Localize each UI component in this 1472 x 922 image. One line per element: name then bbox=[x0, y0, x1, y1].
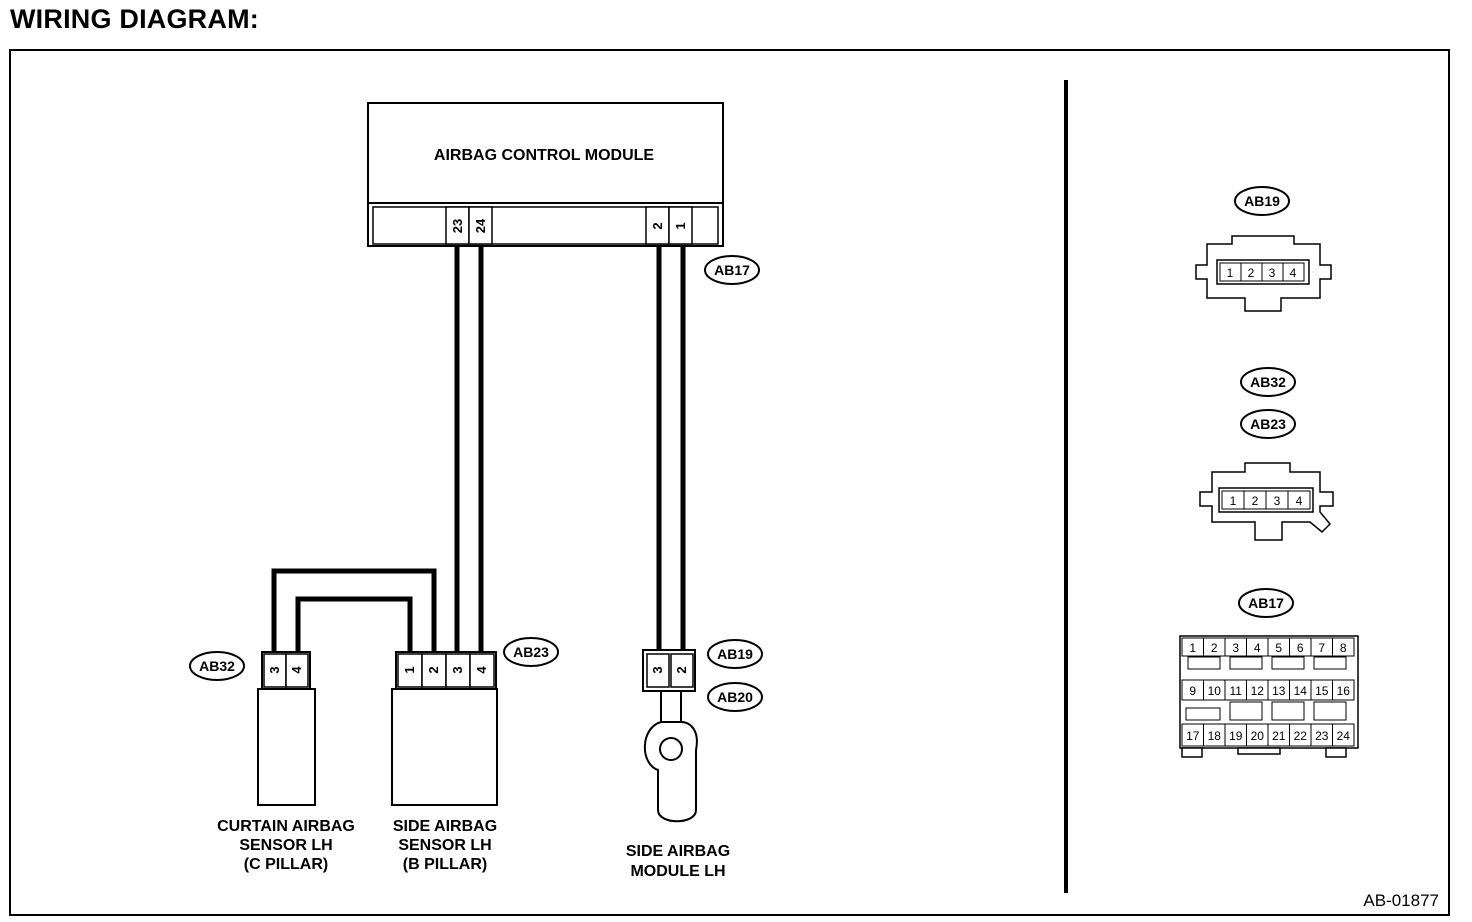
connector-tag-ab23: AB23 bbox=[503, 637, 559, 667]
ab17-pin-label: 3 bbox=[1232, 641, 1239, 655]
svg-text:AB19: AB19 bbox=[717, 646, 753, 662]
module-label: AIRBAG CONTROL MODULE bbox=[434, 147, 654, 164]
side-airbag-module-lh: 3 2 SIDE AIRBAG MODULE LH bbox=[626, 649, 730, 880]
ab17-pin-cell bbox=[1332, 723, 1355, 747]
connector-tag-ab17: AB17 bbox=[704, 255, 760, 285]
diagram-frame bbox=[9, 49, 1450, 916]
svg-text:AB17: AB17 bbox=[714, 262, 750, 278]
ab17-pin-label: 24 bbox=[1337, 729, 1351, 743]
ab32-pin-3: 3 bbox=[267, 666, 282, 673]
ab17-pin-label: 18 bbox=[1208, 729, 1222, 743]
ab17-pin-label: 13 bbox=[1272, 684, 1286, 698]
ab32-pin-4: 4 bbox=[289, 666, 304, 674]
ab23-face-pin-1: 1 bbox=[1230, 494, 1237, 508]
ab17-pin-label: 15 bbox=[1315, 684, 1329, 698]
airbag-control-module: AIRBAG CONTROL MODULE 23 24 2 1 bbox=[367, 102, 724, 247]
module-pin-2: 2 bbox=[650, 222, 665, 229]
ab17-pin-label: 10 bbox=[1208, 684, 1222, 698]
ab23-face-pin-2: 2 bbox=[1252, 494, 1259, 508]
ab17-pin-label: 7 bbox=[1318, 641, 1325, 655]
module-pin-24: 24 bbox=[473, 218, 488, 233]
connector-view-ab32-tag: AB32 bbox=[1250, 374, 1286, 390]
ab17-pin-label: 1 bbox=[1189, 641, 1196, 655]
ab17-pin-label: 11 bbox=[1230, 684, 1243, 698]
connector-view-ab32-ab23: AB32 AB23 1 2 3 4 bbox=[1199, 367, 1334, 541]
ab17-pin-label: 8 bbox=[1340, 641, 1347, 655]
ab17-pin-label: 6 bbox=[1297, 641, 1304, 655]
ab17-pin-label: 14 bbox=[1294, 684, 1308, 698]
ab17-pin-label: 17 bbox=[1186, 729, 1200, 743]
ab17-pin-label: 12 bbox=[1251, 684, 1265, 698]
ab23-pin-4: 4 bbox=[474, 666, 489, 674]
ab19-pin-3: 3 bbox=[650, 666, 665, 673]
wire-ab32-3-to-ab23-2 bbox=[271, 568, 437, 652]
ab17-pin-label: 5 bbox=[1275, 641, 1282, 655]
ab19-face-pin-4: 4 bbox=[1290, 266, 1297, 280]
wire-ab32-4-to-ab23-1 bbox=[295, 596, 413, 652]
side-module-label-line2: MODULE LH bbox=[630, 863, 725, 880]
svg-text:AB20: AB20 bbox=[717, 689, 753, 705]
curtain-sensor-label-line3: (C PILLAR) bbox=[244, 856, 328, 873]
ab17-pin-label: 4 bbox=[1254, 641, 1261, 655]
ab17-pin-label: 20 bbox=[1251, 729, 1265, 743]
ab19-face-pin-1: 1 bbox=[1227, 266, 1234, 280]
ab19-face-pin-3: 3 bbox=[1269, 266, 1276, 280]
ab17-pin-label: 2 bbox=[1211, 641, 1218, 655]
ab17-pin-label: 21 bbox=[1272, 729, 1286, 743]
ab23-pin-3: 3 bbox=[450, 666, 465, 673]
ab17-pin-cell bbox=[1332, 637, 1355, 657]
ab17-pin-label: 19 bbox=[1229, 729, 1243, 743]
ab23-pin-1: 1 bbox=[402, 666, 417, 673]
ab17-pin-label: 23 bbox=[1315, 729, 1329, 743]
connector-view-ab23-tag: AB23 bbox=[1250, 416, 1286, 432]
svg-text:AB32: AB32 bbox=[199, 658, 235, 674]
side-airbag-sensor-lh: 1 2 3 4 SIDE AIRBAG SENSOR LH (B PILLAR) bbox=[391, 651, 498, 873]
connector-tag-ab20: AB20 bbox=[707, 682, 763, 712]
ab19-face-pin-2: 2 bbox=[1248, 266, 1255, 280]
ab19-pin-2: 2 bbox=[674, 666, 689, 673]
connector-view-ab19-tag: AB19 bbox=[1244, 193, 1280, 209]
module-pin-1: 1 bbox=[673, 222, 688, 229]
ab17-pin-label: 9 bbox=[1189, 684, 1196, 698]
side-module-label-line1: SIDE AIRBAG bbox=[626, 843, 730, 860]
connector-view-ab17-tag: AB17 bbox=[1248, 595, 1284, 611]
side-sensor-label-line3: (B PILLAR) bbox=[403, 856, 487, 873]
ab23-pin-2: 2 bbox=[426, 666, 441, 673]
curtain-sensor-label-line1: CURTAIN AIRBAG bbox=[217, 818, 355, 835]
side-sensor-label-line1: SIDE AIRBAG bbox=[393, 818, 497, 835]
connector-tag-ab32: AB32 bbox=[189, 651, 245, 681]
svg-text:AB23: AB23 bbox=[513, 644, 549, 660]
side-sensor-label-line2: SENSOR LH bbox=[398, 837, 491, 854]
ab23-face-pin-4: 4 bbox=[1296, 494, 1303, 508]
curtain-sensor-label-line2: SENSOR LH bbox=[239, 837, 332, 854]
figure-id: AB-01877 bbox=[1363, 891, 1439, 910]
curtain-airbag-sensor-lh: 3 4 CURTAIN AIRBAG SENSOR LH (C PILLAR) bbox=[217, 651, 355, 873]
connector-view-ab19: AB19 1 2 3 4 bbox=[1195, 186, 1332, 312]
module-pin-23: 23 bbox=[450, 219, 465, 233]
ab17-pin-cell bbox=[1332, 679, 1355, 701]
ab17-pin-label: 22 bbox=[1294, 729, 1308, 743]
connector-tag-ab19: AB19 bbox=[707, 639, 763, 669]
wire-harness bbox=[271, 246, 686, 652]
ab17-pin-label: 16 bbox=[1337, 684, 1351, 698]
page-title: WIRING DIAGRAM: bbox=[10, 4, 259, 34]
ab23-face-pin-3: 3 bbox=[1274, 494, 1281, 508]
